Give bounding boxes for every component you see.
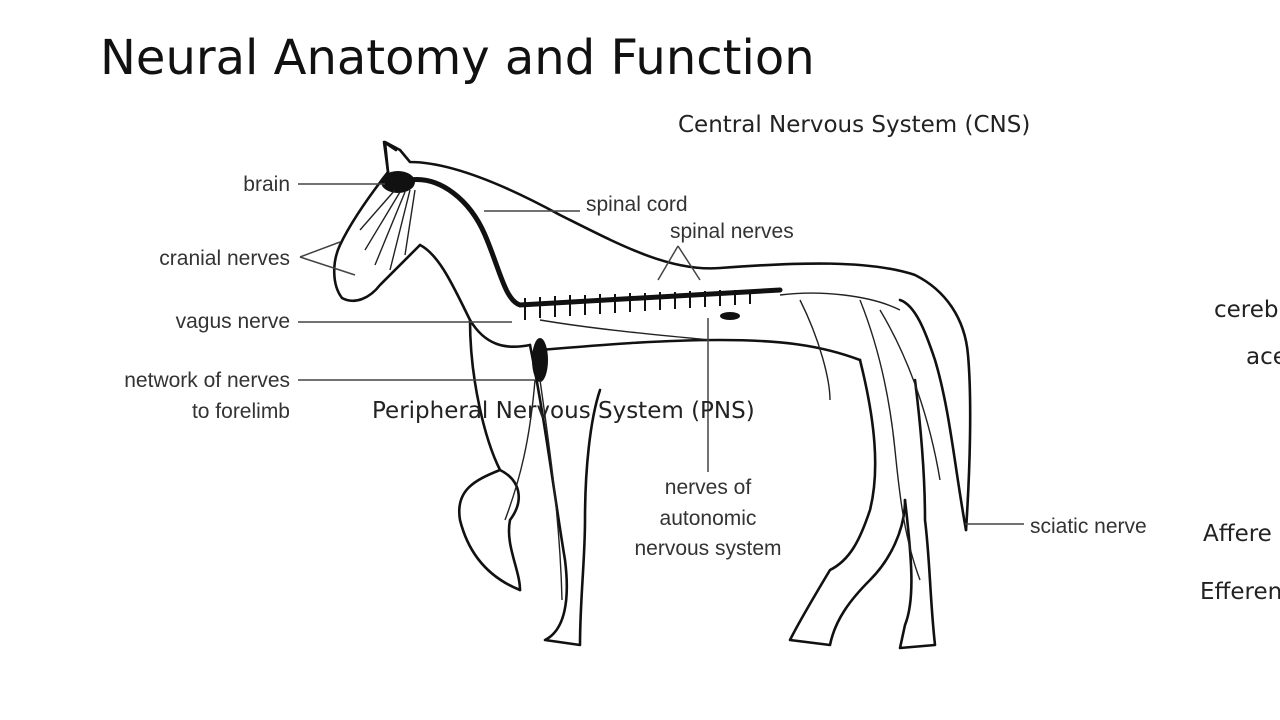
right-fragment-ace: ace xyxy=(1246,344,1280,370)
label-forelimb-line1: network of nerves xyxy=(124,369,290,392)
peripheral-nerves xyxy=(359,189,941,601)
cns-label: Central Nervous System (CNS) xyxy=(678,112,1031,138)
spinal-cord-line xyxy=(407,177,783,308)
central-nervous-system-drawing xyxy=(381,171,783,382)
right-fragment-cereb: cereb xyxy=(1214,297,1279,323)
label-spinal-nerves: spinal nerves xyxy=(670,220,794,243)
leader-lines xyxy=(298,183,1024,525)
horse-outline xyxy=(332,140,972,650)
spinal-nerve-ticks xyxy=(524,290,751,320)
right-fragment-efferen: Efferen xyxy=(1200,579,1280,605)
pns-label: Peripheral Nervous System (PNS) xyxy=(372,398,755,424)
ganglion-shape xyxy=(720,312,740,320)
brachial-plexus-shape xyxy=(532,338,548,382)
label-vagus-nerve: vagus nerve xyxy=(175,310,290,333)
label-autonomic-line3: nervous system xyxy=(634,537,782,560)
label-autonomic-line2: autonomic xyxy=(659,507,757,530)
label-cranial-nerves: cranial nerves xyxy=(159,247,290,270)
label-brain: brain xyxy=(243,173,290,196)
label-autonomic-line1: nerves of xyxy=(664,476,752,499)
slide-title: Neural Anatomy and Function xyxy=(100,30,815,86)
brain-shape xyxy=(381,171,415,193)
right-fragment-affere: Affere xyxy=(1203,521,1272,547)
label-spinal-cord: spinal cord xyxy=(586,193,688,216)
label-sciatic-nerve: sciatic nerve xyxy=(1030,515,1147,538)
label-forelimb-line2: to forelimb xyxy=(191,400,290,423)
